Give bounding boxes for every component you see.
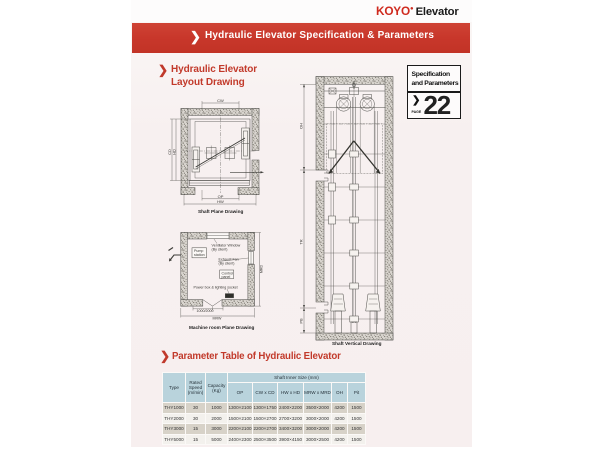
svg-text:OP: OP <box>218 194 224 199</box>
svg-text:MRD: MRD <box>260 265 264 274</box>
svg-text:HD: HD <box>172 149 177 155</box>
svg-text:Exhaust Fan: Exhaust Fan <box>219 258 239 262</box>
svg-text:(By client): (By client) <box>212 248 228 252</box>
svg-text:OH: OH <box>299 123 304 129</box>
svg-text:MRW: MRW <box>213 317 223 321</box>
svg-text:CD: CD <box>167 149 172 155</box>
svg-text:HW: HW <box>217 199 224 204</box>
svg-text:Pump: Pump <box>194 249 203 253</box>
svg-text:(By client): (By client) <box>219 262 235 266</box>
svg-text:Ventilator Window: Ventilator Window <box>212 244 241 248</box>
svg-text:1000/2000: 1000/2000 <box>197 309 214 313</box>
svg-text:CW: CW <box>217 98 224 103</box>
svg-text:TR: TR <box>299 239 304 244</box>
svg-text:PB: PB <box>299 318 304 324</box>
svg-text:station: station <box>194 253 205 257</box>
svg-text:panel: panel <box>222 275 231 279</box>
svg-text:Control: Control <box>222 271 234 275</box>
svg-text:Power box & lighting socket: Power box & lighting socket <box>194 286 238 290</box>
